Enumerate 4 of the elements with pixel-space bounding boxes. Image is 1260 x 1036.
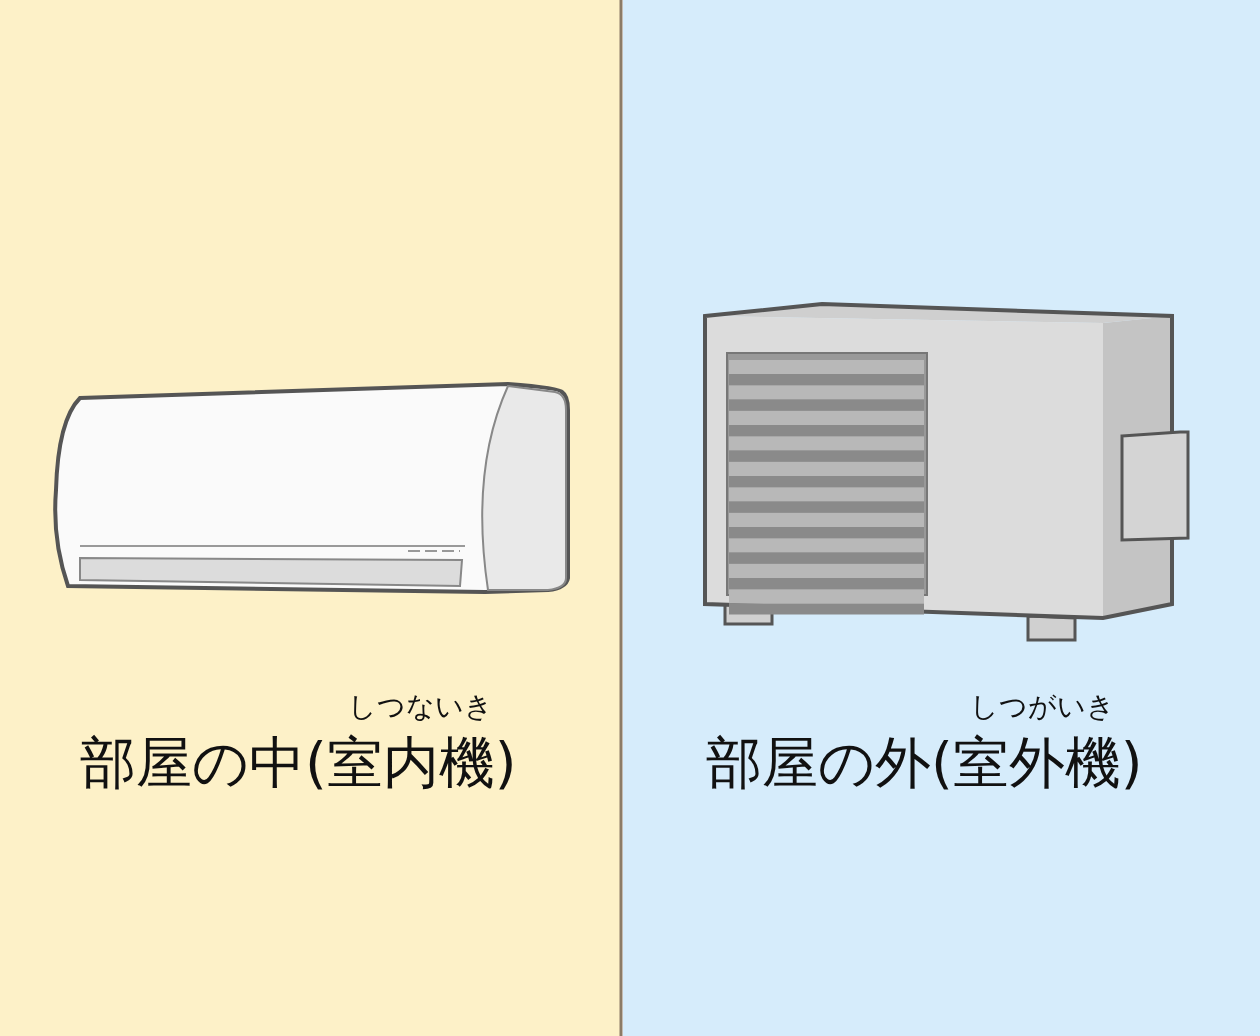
- furigana-text: しつないき: [348, 693, 493, 721]
- caption-text: 部屋の外(室外機): [706, 735, 1143, 791]
- furigana-text: しつがいき: [970, 693, 1115, 721]
- caption-text: 部屋の中(室内機): [80, 735, 517, 791]
